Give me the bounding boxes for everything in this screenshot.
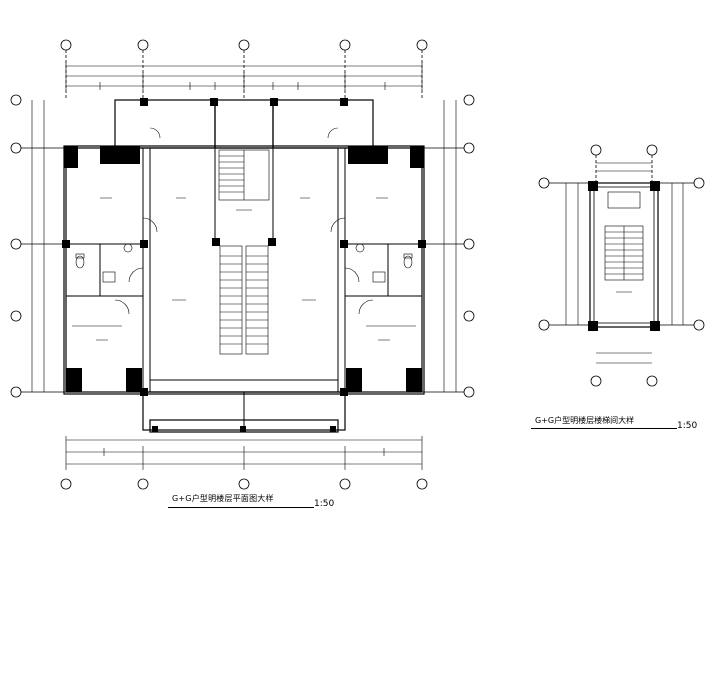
main-plan-scale: 1:50	[314, 499, 335, 509]
axis-bubbles-left	[10, 94, 66, 398]
main-plan-title: G+G户型明楼层平面图大样	[172, 494, 274, 503]
interior-walls	[66, 148, 422, 430]
dimension-lines-sides	[31, 100, 457, 392]
axis-bubbles-bottom	[60, 478, 428, 490]
main-title-underline	[168, 507, 314, 508]
side-title-underline	[531, 428, 677, 429]
dimension-lines-bottom	[65, 436, 423, 470]
axis-bubbles-right	[422, 94, 475, 398]
main-floor-plan	[10, 39, 475, 490]
structural-columns	[62, 98, 426, 432]
main-stairs	[218, 149, 270, 355]
stair-detail-scale: 1:50	[677, 421, 698, 431]
room-label-marks	[72, 197, 632, 341]
axis-bubbles-top	[60, 39, 428, 100]
stair-detail-plan	[538, 144, 705, 387]
bathroom-fixtures	[75, 243, 413, 283]
dimension-lines-top	[65, 62, 423, 90]
door-swings	[114, 127, 374, 315]
stair-detail-title: G+G户型明楼层楼梯间大样	[535, 416, 635, 425]
